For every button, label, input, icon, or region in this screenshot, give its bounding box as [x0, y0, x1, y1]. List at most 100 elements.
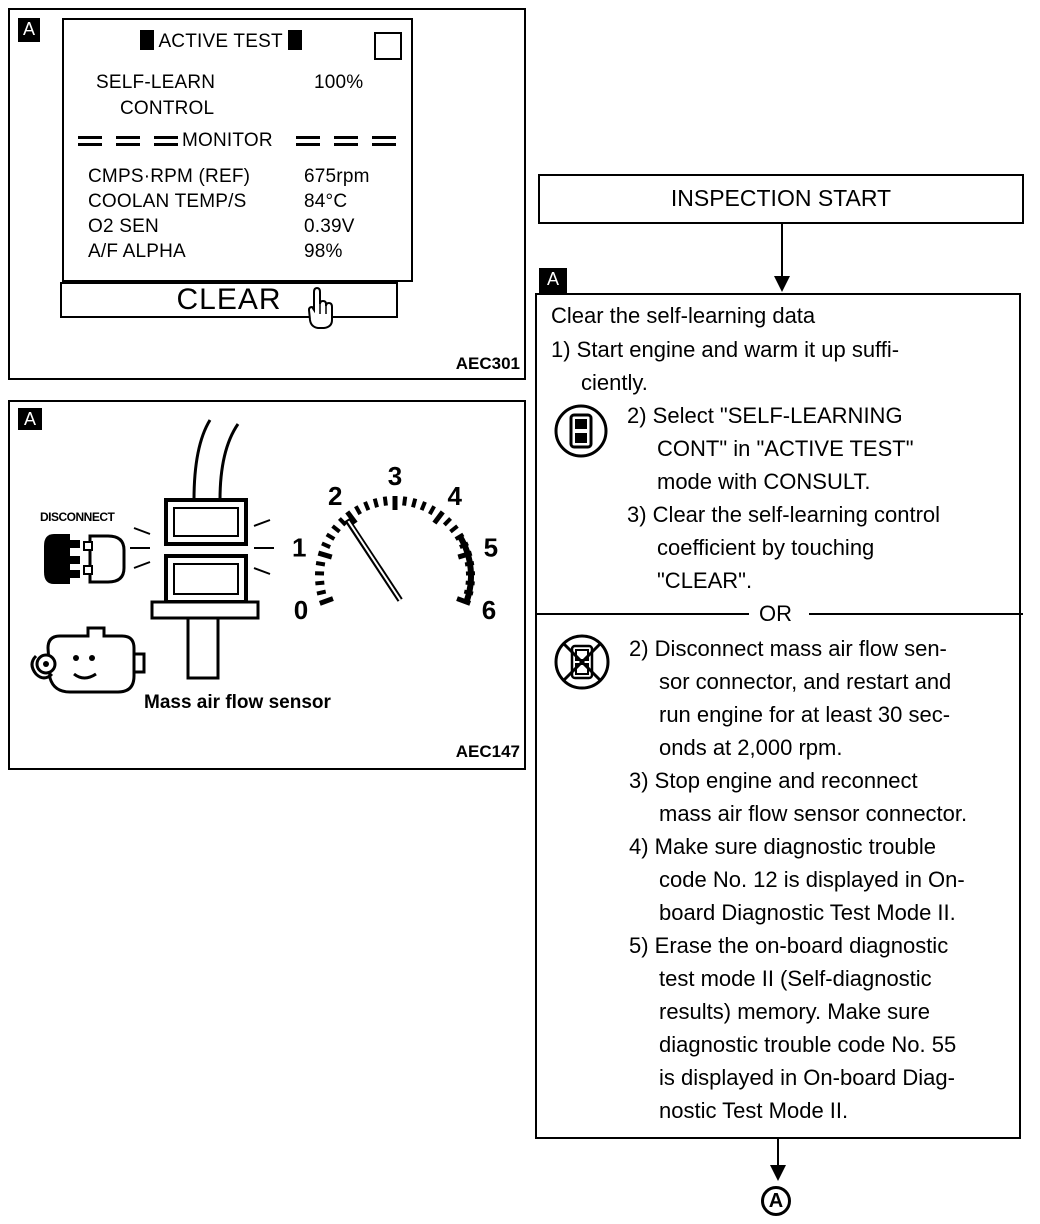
manual-step-line: run engine for at least 30 sec-: [659, 702, 951, 727]
clear-button[interactable]: CLEAR: [60, 282, 398, 318]
equal-bars-left: [78, 136, 178, 146]
pointing-hand-icon: [307, 286, 333, 329]
monitor-row-label: CMPS·RPM (REF): [88, 166, 251, 187]
monitor-label: MONITOR: [182, 130, 273, 151]
gauge-needle-highlight: [347, 520, 402, 601]
monitor-row-value: 84°C: [304, 191, 348, 212]
gauge-tick: [321, 541, 331, 549]
or-divider-left: [537, 613, 749, 615]
tachometer-gauge: 0 12 3 45 6: [292, 461, 498, 625]
figure-code: AEC301: [455, 354, 520, 373]
flow-tag: A: [539, 268, 567, 293]
manual-step-line: onds at 2,000 rpm.: [659, 735, 843, 760]
equal-bars-right: [296, 136, 396, 146]
monitor-row-value: 0.39V: [304, 216, 355, 237]
procedure-heading: Clear the self-learning data: [551, 303, 816, 328]
gauge-number: 0: [294, 595, 308, 625]
inspection-start-label: INSPECTION START: [670, 185, 892, 211]
manual-step-line: diagnostic trouble code No. 55: [659, 1032, 957, 1057]
mass-air-flow-sensor-figure: A DISCONNECT Mass air flow: [8, 400, 526, 770]
figure-tag: A: [18, 408, 42, 430]
step-1: 1) Start engine and warm it up suffi-: [551, 337, 900, 362]
gauge-tick: [432, 510, 445, 525]
manual-step-line: 4) Make sure diagnostic trouble: [629, 834, 936, 859]
gauge-tick: [382, 496, 388, 506]
consult-step: coefficient by touching: [657, 535, 875, 560]
clear-button-label: CLEAR: [176, 283, 282, 316]
manual-step-line: 2) Disconnect mass air flow sen-: [629, 636, 947, 661]
self-learn-label: SELF-LEARN: [96, 72, 216, 93]
gauge-tick: [372, 498, 379, 508]
figure-code: AEC147: [455, 742, 520, 761]
consult-tester-icon: [554, 404, 608, 458]
procedure-box: Clear the self-learning data 1) Start en…: [535, 293, 1023, 1139]
gauge-tick: [325, 532, 336, 541]
gauge-number: 1: [292, 532, 306, 562]
gauge-tick: [315, 561, 326, 567]
disconnect-label: DISCONNECT: [40, 510, 115, 524]
step-1-continued: ciently.: [581, 370, 648, 395]
screen-checkbox[interactable]: [374, 32, 402, 60]
gauge-tick: [337, 517, 348, 527]
consult-step: 2) Select "SELF-LEARNING: [627, 403, 903, 428]
manual-step-line: 5) Erase the on-board diagnostic: [629, 933, 949, 958]
gauge-tick: [317, 550, 333, 560]
or-label: OR: [759, 601, 792, 626]
manual-step-line: results) memory. Make sure: [659, 999, 930, 1024]
gauge-tick: [363, 501, 371, 511]
gauge-tick: [402, 496, 408, 506]
gauge-tick: [331, 524, 341, 534]
consult-screen-figure: A ACTIVE TEST SELF-LEARN CONTROL 100% MO…: [8, 8, 526, 380]
consult-step: 3) Clear the self-learning control: [627, 502, 941, 527]
monitor-row-label: A/F ALPHA: [88, 241, 186, 262]
gauge-tick: [315, 580, 325, 586]
disconnect-connector-icon: [44, 534, 126, 584]
manual-step-line: is displayed in On-board Diag-: [659, 1065, 955, 1090]
connector-label: A: [768, 1190, 784, 1212]
gauge-number: 6: [482, 595, 496, 625]
consult-display: ACTIVE TEST SELF-LEARN CONTROL 100% MONI…: [62, 18, 413, 282]
gauge-number: 4: [447, 481, 462, 511]
manual-step-line: mass air flow sensor connector.: [659, 801, 968, 826]
title-marker-right: [287, 30, 302, 50]
gauge-number: 3: [388, 461, 402, 491]
monitor-row-label: O2 SEN: [88, 216, 159, 237]
gauge-tick: [428, 505, 436, 516]
manual-step-line: code No. 12 is displayed in On-: [659, 867, 965, 892]
gauge-tick: [316, 589, 327, 596]
gauge-tick: [442, 517, 453, 527]
engine-icon: [30, 626, 146, 694]
gauge-number: 5: [484, 532, 498, 562]
manual-step-line: test mode II (Self-diagnostic: [659, 966, 932, 991]
gauge-number: 2: [328, 481, 342, 511]
screen-title-text: ACTIVE TEST: [158, 31, 283, 52]
no-tester-icon: [554, 634, 610, 690]
self-learn-value: 100%: [314, 72, 364, 93]
flow-arrow-down-end: [770, 1139, 786, 1181]
screen-title: ACTIVE TEST: [140, 30, 302, 53]
monitor-row-value: 675rpm: [304, 166, 370, 187]
gauge-tick: [318, 596, 334, 606]
gauge-red-zone: [457, 534, 474, 604]
monitor-row-value: 98%: [304, 241, 343, 262]
consult-step: "CLEAR".: [657, 568, 753, 593]
mass-air-flow-sensor-drawing: [130, 419, 274, 680]
gauge-tick: [345, 510, 358, 525]
gauge-tick: [419, 501, 427, 511]
manual-step-line: sor connector, and restart and: [659, 669, 952, 694]
flow-arrow-down: [774, 224, 790, 292]
gauge-tick: [454, 532, 465, 541]
consult-step: CONT" in "ACTIVE TEST": [657, 436, 914, 461]
title-marker-left: [140, 30, 154, 50]
gauge-tick: [411, 498, 418, 508]
consult-step: mode with CONSULT.: [657, 469, 871, 494]
self-learn-label-2: CONTROL: [120, 98, 215, 119]
connector-circle[interactable]: A: [761, 1186, 791, 1216]
inspection-start-box: INSPECTION START: [538, 174, 1024, 224]
or-divider-right: [809, 613, 1023, 615]
gauge-tick: [449, 524, 459, 534]
manual-step-line: 3) Stop engine and reconnect: [629, 768, 918, 793]
sensor-caption: Mass air flow sensor: [144, 692, 331, 713]
figure-tag: A: [18, 18, 40, 42]
manual-step-line: nostic Test Mode II.: [659, 1098, 849, 1123]
